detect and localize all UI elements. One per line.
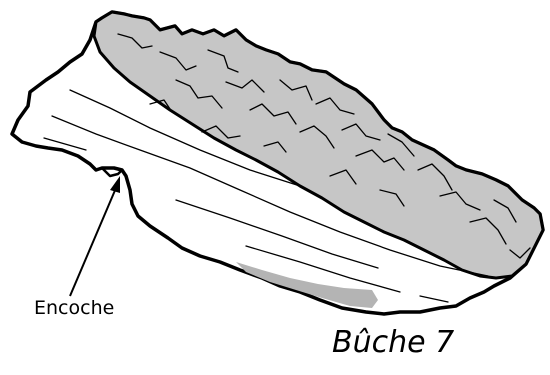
annotation-arrow-line — [70, 188, 116, 296]
figure-title: Bûche 7 — [332, 325, 454, 360]
annotation-arrow-head — [110, 176, 120, 193]
notch-label: Encoche — [34, 297, 114, 319]
